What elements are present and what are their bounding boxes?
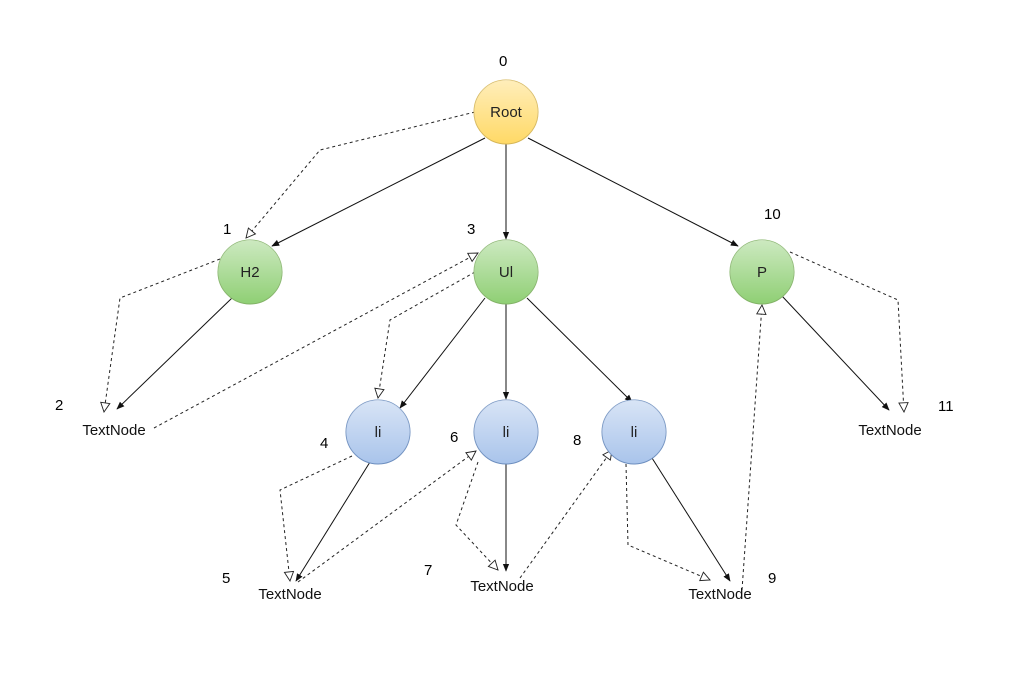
order-number-li4: 4 [320, 435, 328, 452]
text-node-text2: TextNode [82, 422, 145, 439]
li6-node: li [473, 399, 539, 465]
edge-root-to-p [527, 137, 739, 247]
labels-layer: 01TextNode234TextNode56TextNode78TextNod… [55, 53, 954, 603]
text-node-text7: TextNode [470, 578, 533, 595]
order-number-h2: 1 [223, 221, 231, 238]
edge-li8-to-text9 [651, 457, 731, 582]
traversal-edge-text5-to-li6 [297, 451, 476, 583]
ul-node: Ul [473, 239, 539, 305]
traversal-edge-ul-to-li4 [378, 271, 476, 398]
edge-ul-to-li4 [399, 297, 486, 409]
order-number-li8: 8 [573, 432, 581, 449]
root-node-shading [474, 80, 538, 144]
order-number-root: 0 [499, 53, 507, 70]
edges-layer [104, 111, 904, 591]
root-node: Root [473, 79, 539, 145]
li6-node-label: li [503, 424, 510, 441]
p-node: P [729, 239, 795, 305]
traversal-edge-text9-to-p [741, 305, 762, 591]
edge-p-to-text11 [781, 295, 890, 411]
p-node-shading [730, 240, 794, 304]
order-number-text5: 5 [222, 570, 230, 587]
order-number-text9: 9 [768, 570, 776, 587]
text-node-text9: TextNode [688, 586, 751, 603]
traversal-edge-li8-to-text9 [625, 463, 710, 580]
li8-node: li [601, 399, 667, 465]
li8-node-label: li [631, 424, 638, 441]
text-node-text11: TextNode [858, 422, 921, 439]
h2-node: H2 [217, 239, 283, 305]
traversal-edge-root-to-h2 [246, 111, 476, 238]
order-number-text7: 7 [424, 562, 432, 579]
li4-node-label: li [375, 424, 382, 441]
traversal-edge-h2-to-text2 [104, 258, 221, 412]
order-number-text2: 2 [55, 397, 63, 414]
li4-node: li [345, 399, 411, 465]
order-number-ul: 3 [467, 221, 475, 238]
traversal-edge-li6-to-text7 [455, 461, 498, 570]
order-number-li6: 6 [450, 429, 458, 446]
h2-node-label: H2 [240, 264, 259, 281]
text-node-text5: TextNode [258, 586, 321, 603]
order-number-p: 10 [764, 206, 781, 223]
h2-node-shading [218, 240, 282, 304]
order-number-text11: 11 [938, 398, 954, 415]
ul-node-label: Ul [499, 264, 513, 281]
traversal-edge-p-to-text11 [789, 251, 904, 412]
li4-node-shading [346, 400, 410, 464]
edge-h2-to-text2 [116, 297, 233, 410]
li8-node-shading [602, 400, 666, 464]
p-node-label: P [757, 264, 767, 281]
root-node-label: Root [490, 104, 523, 121]
traversal-edge-text2-to-ul [153, 253, 478, 429]
edge-root-to-h2 [271, 137, 486, 247]
edge-ul-to-li8 [526, 297, 633, 403]
ul-node-shading [474, 240, 538, 304]
edge-li4-to-text5 [295, 461, 371, 582]
li6-node-shading [474, 400, 538, 464]
traversal-edge-li4-to-text5 [279, 455, 353, 581]
traversal-edge-text7-to-li8 [519, 450, 612, 579]
